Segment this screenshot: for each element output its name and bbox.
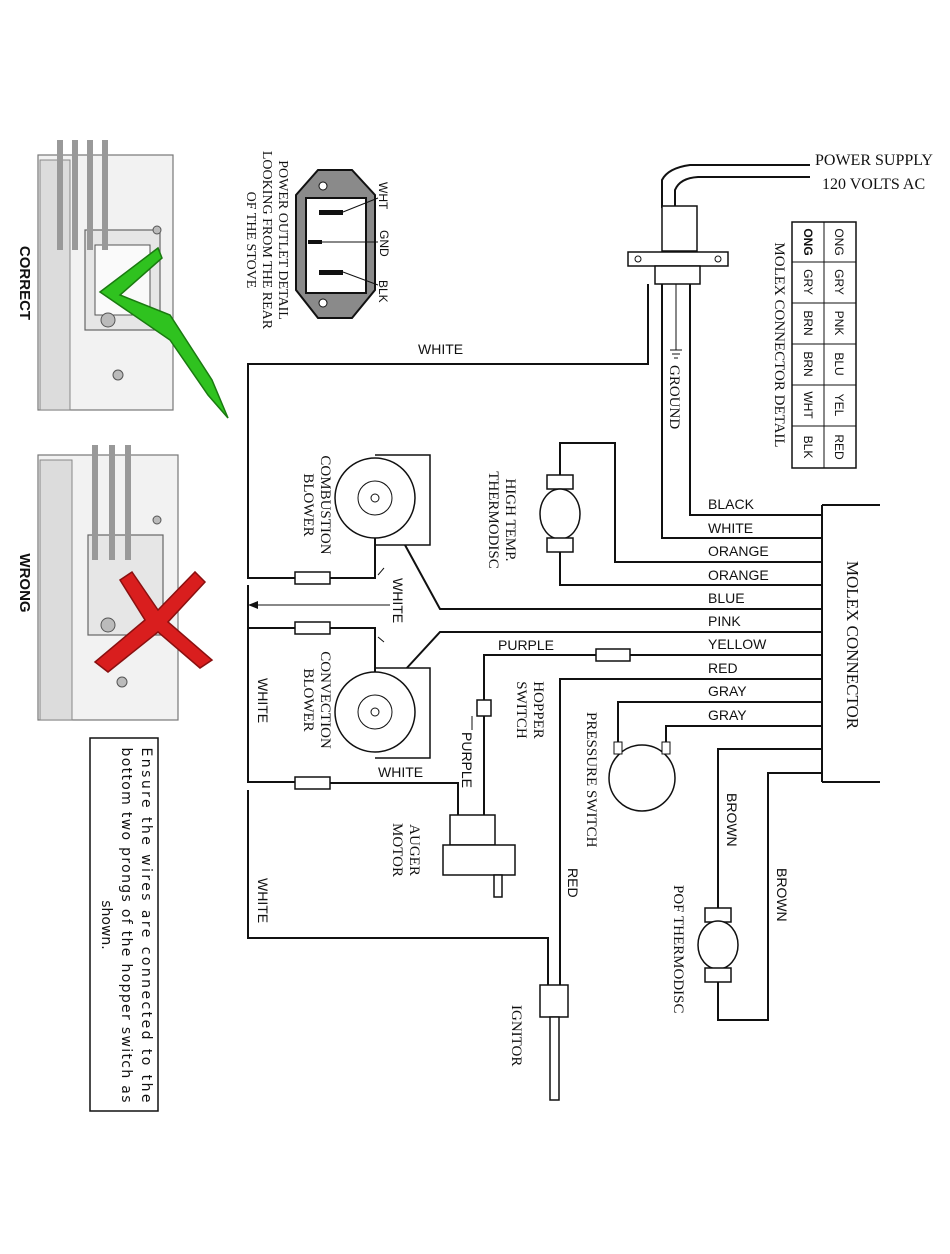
ignitor: [539, 984, 569, 1101]
molex-cell-r2c2: GRY: [801, 269, 815, 295]
auger-motor: [442, 814, 516, 898]
combustion-label-2: BLOWER: [300, 473, 316, 536]
wire-label-purple-v: PURPLE: [459, 732, 475, 788]
outlet-title-line-3: OF THE STOVE: [243, 192, 258, 289]
molex-cell-r1c4: BLU: [832, 352, 846, 375]
convection-blower: [334, 667, 431, 759]
wire-label-white-blowers: WHITE: [390, 578, 406, 623]
pof-thermodisc-label: POF THERMODISC: [670, 885, 686, 1014]
pressure-switch: [608, 741, 676, 812]
outlet-title-line-1: POWER OUTLET DETAIL: [275, 160, 290, 320]
molex-cell-r1c3: PNK: [832, 311, 846, 336]
wire-label-white: WHITE: [708, 520, 753, 536]
wire-label-red-ignitor: RED: [565, 868, 581, 898]
power-outlet: [295, 169, 379, 319]
ignitor-label: IGNITOR: [508, 1005, 524, 1066]
correct-label: CORRECT: [16, 246, 33, 320]
outlet-title-line-2: LOOKING FROM THE REAR: [259, 151, 274, 330]
wire-label-purple-h: PURPLE: [498, 637, 554, 653]
wire-label-white-auger: WHITE: [378, 764, 423, 780]
molex-detail-table: [791, 221, 857, 469]
wrong-label: WRONG: [16, 553, 33, 612]
high-temp-label-2: THERMODISC: [485, 471, 501, 569]
wire-label-orange-2: ORANGE: [708, 567, 769, 583]
wire-label-yellow: YELLOW: [708, 636, 767, 652]
check-mark-icon: [98, 246, 229, 419]
auger-label-1: AUGER: [406, 824, 422, 876]
wire-label-blue: BLUE: [708, 590, 745, 606]
wire-label-white-top: WHITE: [418, 341, 463, 357]
ground-label: GROUND: [666, 365, 682, 429]
wire-label-gray-2: GRAY: [708, 707, 747, 723]
high-temp-label-1: HIGH TEMP.: [502, 478, 518, 561]
molex-connector-label: MOLEX CONNECTOR: [843, 561, 862, 730]
wire-label-white-left: WHITE: [255, 678, 271, 723]
wire-label-brown-2: BROWN: [774, 868, 790, 922]
outlet-gnd-label: GND: [377, 230, 391, 257]
pressure-switch-label: PRESSURE SWITCH: [583, 712, 599, 848]
wire-label-red: RED: [708, 660, 738, 676]
molex-cell-r1c2: GRY: [832, 269, 846, 295]
note-box: [89, 737, 159, 1112]
combustion-blower: [334, 454, 431, 546]
correct-photo: [37, 140, 229, 419]
cross-mark-icon: [93, 570, 214, 673]
molex-detail-title: MOLEX CONNECTOR DETAIL: [771, 242, 787, 447]
combustion-label-1: COMBUSTION: [317, 455, 333, 554]
molex-cell-r2c3: BRN: [801, 310, 815, 335]
wire-label-gray-1: GRAY: [708, 683, 747, 699]
pof-thermodisc: [697, 907, 739, 983]
molex-cell-r1c6: RED: [832, 434, 846, 460]
molex-cell-r1c5: YEL: [832, 394, 846, 417]
hopper-label-1: HOPPER: [530, 681, 546, 739]
high-temp-thermodisc: [539, 474, 581, 553]
power-supply-line-1: POWER SUPPLY: [815, 152, 933, 169]
wire-label-orange-1: ORANGE: [708, 543, 769, 559]
wire-label-black: BLACK: [708, 496, 755, 512]
outlet-wht-label: WHT: [376, 182, 390, 210]
convection-label-2: BLOWER: [300, 668, 316, 731]
outlet-blk-label: BLK: [376, 280, 390, 303]
wire-label-pink: PINK: [708, 613, 741, 629]
auger-label-2: MOTOR: [389, 823, 405, 877]
convection-label-1: CONVECTION: [317, 651, 333, 749]
wire-label-brown-1: BROWN: [724, 793, 740, 847]
note-line-2: bottom two prongs of the hopper switch a…: [118, 748, 134, 1103]
note-line-1: Ensure the wires are connected to the: [138, 748, 154, 1103]
hopper-label-2: SWITCH: [513, 681, 529, 739]
molex-cell-r2c4: BRN: [801, 351, 815, 376]
molex-cell-r2c6: BLK: [801, 436, 815, 459]
power-supply-line-2: 120 VOLTS AC: [822, 176, 925, 193]
molex-cell-r1c1: ONG: [832, 228, 846, 255]
molex-cell-r2c1: ONG: [801, 228, 815, 255]
wire-label-white-bottom: WHITE: [255, 878, 271, 923]
wrong-photo: [37, 445, 214, 721]
molex-cell-r2c5: WHT: [801, 391, 815, 419]
note-line-3: shown.: [98, 900, 114, 950]
